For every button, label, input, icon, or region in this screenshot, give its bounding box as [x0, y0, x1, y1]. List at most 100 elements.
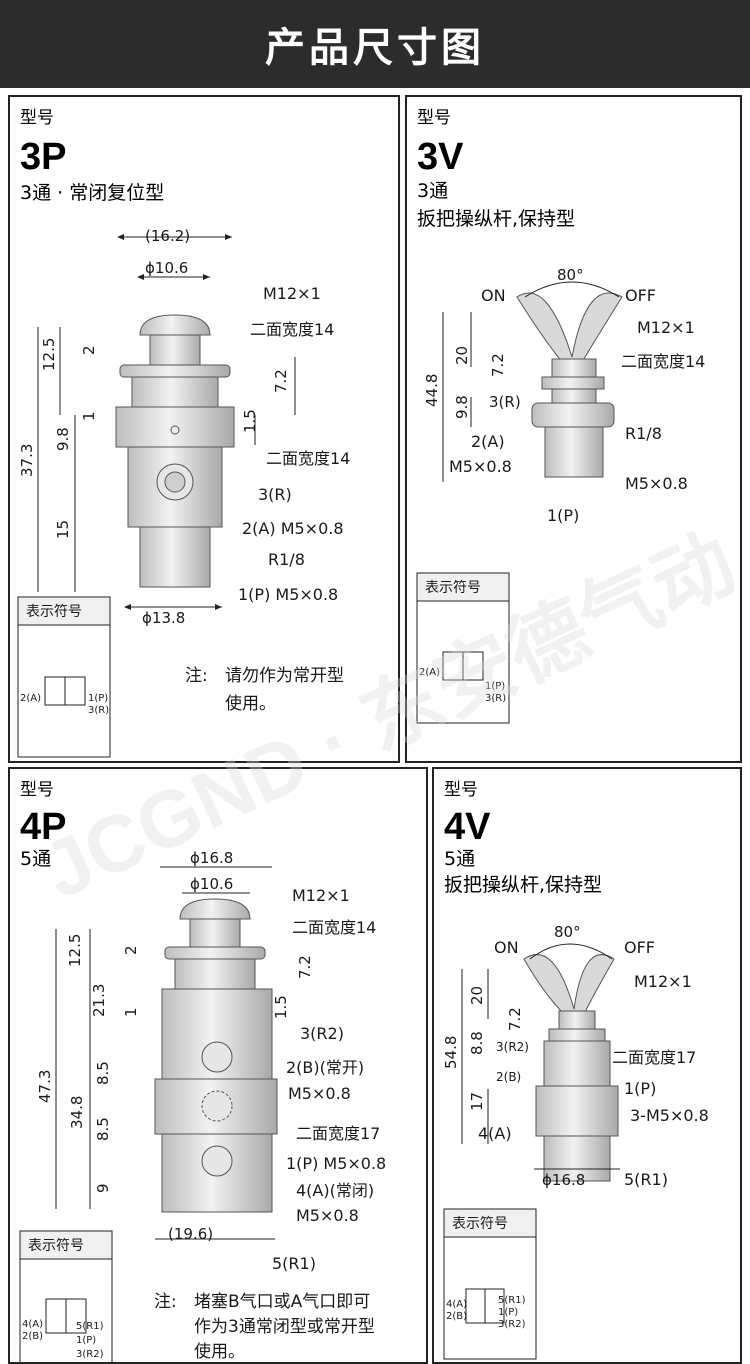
dimension-lines-3v: [442, 312, 472, 482]
symbol-port-b: 2(B): [22, 1331, 43, 1342]
note-line-1: 堵塞B气口或A气口即可: [194, 1292, 370, 1312]
dim-44-8: 44.8: [423, 374, 441, 407]
label-thread: M12×1: [292, 886, 350, 905]
label-hex-upper: 二面宽度14: [250, 320, 334, 339]
dim-7-2: 7.2: [296, 955, 314, 979]
model-code: 3V: [417, 136, 464, 178]
symbol-port-b: 2(B): [446, 1311, 467, 1322]
label-m5-a: M5×0.8: [288, 1084, 351, 1103]
model-desc-2: 扳把操纵杆,保持型: [417, 208, 575, 230]
dim-1-5: 1.5: [272, 995, 290, 1019]
dim-9-8: 9.8: [54, 427, 72, 451]
symbol-port-r1: 5(R1): [76, 1321, 104, 1332]
dim-7-2: 7.2: [272, 369, 290, 393]
panel-3v: 型号 3V 3通 扳把操纵杆,保持型 80° ON OFF M12×1 二面宽度…: [405, 95, 742, 763]
note-label: 注:: [185, 666, 208, 686]
symbol-port-a: 2(A): [419, 667, 440, 678]
symbol-port-p: 1(P): [88, 693, 108, 704]
label-m5-a: M5×0.8: [449, 457, 512, 476]
model-desc-1: 5通: [444, 848, 475, 870]
dim-15: 15: [54, 520, 72, 539]
panel-4p: 型号 4P 5通 ϕ16.8 ϕ10.6 M12×1 二面宽度14 3(R2): [8, 767, 428, 1364]
label-port-p: 1(P): [624, 1079, 656, 1098]
label-port-r2: 3(R2): [300, 1024, 344, 1043]
dimension-lines-4p: [55, 866, 275, 1240]
symbol-port-r2: 3(R2): [498, 1319, 526, 1330]
dim-12-5: 12.5: [66, 934, 84, 967]
note-line-2: 使用。: [225, 693, 276, 714]
label-on: ON: [481, 286, 506, 305]
drawing-3v: 型号 3V 3通 扳把操纵杆,保持型 80° ON OFF M12×1 二面宽度…: [416, 108, 705, 724]
model-label: 型号: [417, 108, 451, 128]
dim-1-5: 1.5: [241, 409, 259, 433]
label-on: ON: [494, 938, 519, 957]
dim-54-8: 54.8: [442, 1036, 460, 1069]
label-thread: M12×1: [637, 318, 695, 337]
label-port-r2: 3(R2): [496, 1040, 529, 1054]
symbol-box-4v: 表示符号 4(A) 2(B) 5(R1) 1(P) 3(R2): [443, 1208, 537, 1360]
label-r18: R1/8: [268, 550, 305, 569]
note-label: 注:: [154, 1292, 177, 1312]
dim-diameter-inner: ϕ10.6: [190, 875, 233, 893]
symbol-title: 表示符号: [452, 1216, 508, 1232]
label-m5-b: M5×0.8: [296, 1206, 359, 1225]
dim-37-3: 37.3: [18, 444, 36, 477]
symbol-port-a: 4(A): [22, 1319, 43, 1330]
valve-3v-illustration: [516, 292, 623, 478]
dim-47-3: 47.3: [36, 1070, 54, 1103]
dim-20: 20: [468, 986, 486, 1005]
symbol-title: 表示符号: [425, 580, 481, 596]
symbol-port-a: 4(A): [446, 1299, 467, 1310]
label-thread: M12×1: [634, 972, 692, 991]
symbol-port-a: 2(A): [20, 693, 41, 704]
symbol-port-p: 1(P): [76, 1335, 96, 1346]
label-hex-17: 二面宽度17: [296, 1124, 380, 1143]
symbol-port-r1: 5(R1): [498, 1295, 526, 1306]
label-m5-b: M5×0.8: [625, 474, 688, 493]
label-thread: M12×1: [263, 284, 321, 303]
label-angle: 80°: [557, 266, 584, 284]
symbol-port-r2: 3(R2): [76, 1349, 104, 1360]
dim-diameter-base: ϕ13.8: [142, 609, 185, 627]
dim-diameter-outer: ϕ16.8: [190, 849, 233, 867]
label-port-p: 1(P) M5×0.8: [286, 1154, 386, 1173]
model-code: 4V: [444, 806, 491, 848]
panel-3p: 型号 3P 3通 · 常闭复位型 (16.2): [8, 95, 400, 763]
label-port-b: 2(B): [496, 1070, 521, 1084]
label-angle: 80°: [554, 923, 581, 941]
label-port-p: 1(P): [547, 506, 579, 525]
dim-diameter-top: ϕ10.6: [145, 259, 188, 277]
label-port-b: 2(B)(常开): [286, 1058, 364, 1077]
valve-4p-illustration: [154, 898, 278, 1213]
dim-7-2: 7.2: [489, 353, 507, 377]
label-hex-17: 二面宽度17: [612, 1048, 696, 1067]
label-port-r1: 5(R1): [624, 1170, 668, 1189]
model-desc-1: 3通: [417, 180, 448, 202]
note-line-1: 请勿作为常开型: [225, 666, 344, 686]
dim-9-8: 9.8: [453, 395, 471, 419]
valve-3p-illustration: [115, 314, 235, 588]
label-hex: 二面宽度14: [621, 352, 705, 371]
label-port-a: 4(A): [478, 1124, 512, 1143]
label-hex-14: 二面宽度14: [292, 918, 376, 937]
label-port-p: 1(P) M5×0.8: [238, 585, 338, 604]
model-code: 4P: [20, 806, 66, 848]
dim-21-3: 21.3: [90, 984, 108, 1017]
dim-9: 9: [94, 1183, 112, 1193]
dim-width: (16.2): [145, 227, 190, 245]
model-desc: 3通 · 常闭复位型: [20, 182, 164, 204]
symbol-port-r: 3(R): [485, 693, 506, 704]
dim-1: 1: [122, 1007, 140, 1017]
label-m5: 3-M5×0.8: [630, 1106, 709, 1125]
model-label: 型号: [444, 780, 478, 800]
symbol-box-4p: 表示符号 4(A) 2(B) 5(R1) 1(P) 3(R2): [19, 1230, 113, 1362]
symbol-box-3p: 表示符号 2(A) 1(P) 3(R): [17, 596, 111, 758]
dim-2: 2: [80, 345, 98, 355]
dim-20: 20: [453, 346, 471, 365]
symbol-port-r: 3(R): [88, 705, 109, 716]
label-port-r1: 5(R1): [272, 1254, 316, 1273]
valve-4v-illustration: [523, 954, 619, 1182]
label-off: OFF: [624, 938, 655, 957]
symbol-title: 表示符号: [28, 1238, 84, 1254]
dim-diameter: ϕ16.8: [542, 1171, 585, 1189]
